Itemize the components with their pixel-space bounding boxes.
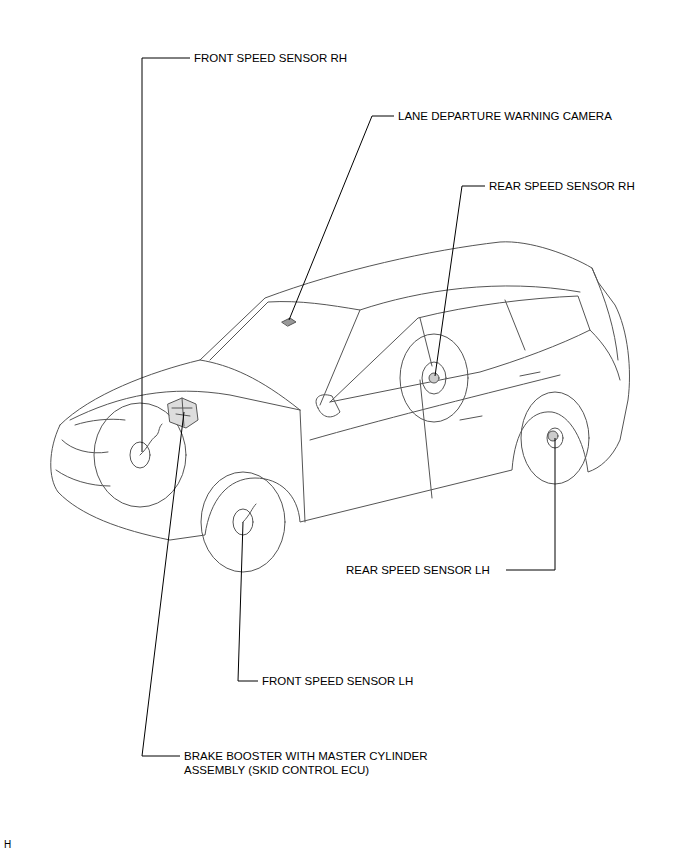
part-label: FRONT SPEED SENSOR RH [194,51,347,65]
part-label: LANE DEPARTURE WARNING CAMERA [398,109,612,123]
part-label: FRONT SPEED SENSOR LH [262,674,413,688]
part-label: REAR SPEED SENSOR LH [346,563,490,577]
part-label: REAR SPEED SENSOR RH [489,179,635,193]
part-label: BRAKE BOOSTER WITH MASTER CYLINDER ASSEM… [184,749,459,777]
figure-code: H [4,838,11,852]
